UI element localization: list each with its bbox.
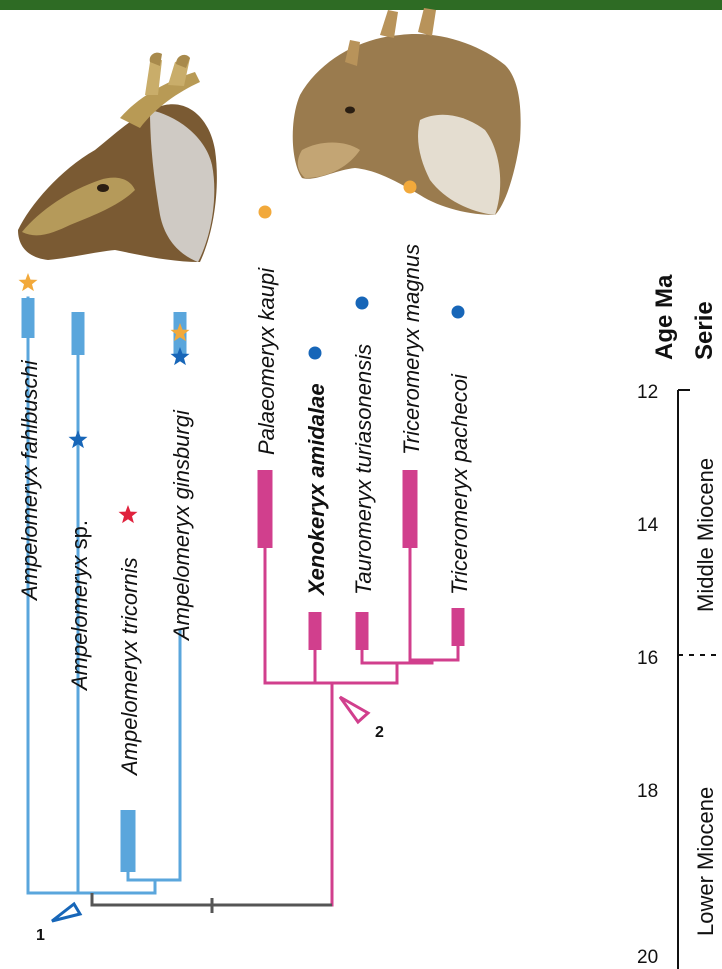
orange-star-marker [19,273,38,291]
orange-dot-marker [259,206,272,219]
range-bar-5 [258,470,273,548]
epoch-middle-miocene: Middle Miocene [693,458,718,612]
taxon-label-tauromeryx-turiasonensis: Tauromeryx turiasonensis [351,344,376,595]
blue-dot-marker [356,297,369,310]
range-bar-6 [309,612,322,650]
range-bar-1 [22,298,35,338]
branch-line [332,663,397,683]
blue-dot-marker [452,306,465,319]
taxon-label-xenokeryx-amidalae: Xenokeryx amidalae [304,383,329,597]
age-tick-16: 16 [637,648,658,669]
branch-line [155,630,180,880]
age-tick-12: 12 [637,382,658,403]
timescale: Age Ma Serie 12 14 16 18 20 Middle Mioce… [637,274,722,969]
blue-dot-marker [309,347,322,360]
taxon-label-triceromeryx-magnus: Triceromeryx magnus [399,244,424,455]
range-bar-2 [72,312,85,355]
node-1-arrow [52,904,80,921]
node-2-label: 2 [375,724,384,741]
blue-star-marker [171,347,190,365]
node-2-arrow [340,697,368,722]
age-tick-18: 18 [637,781,658,802]
range-bar-7 [356,612,369,650]
taxon-label-ampelomeryx-sp: Ampelomeryx sp. [67,520,92,692]
node-1-marker: 1 [36,904,80,944]
range-bar-3 [121,810,136,872]
node-2-marker: 2 [340,697,384,741]
age-tick-14: 14 [637,515,659,536]
range-bar-8 [403,470,418,548]
taxon-label-ampelomeryx-ginsburgi: Ampelomeryx ginsburgi [169,409,194,642]
branch-line [78,872,155,893]
epoch-lower-miocene: Lower Miocene [693,787,718,936]
age-header: Age Ma [651,274,678,360]
orange-dot-marker [404,181,417,194]
taxon-label-ampelomeryx-fahlbuschi: Ampelomeryx fahlbuschi [17,359,42,602]
node-1-label: 1 [36,927,45,944]
clade-1-branches [28,298,180,893]
taxon-label-palaeomeryx-kaupi: Palaeomeryx kaupi [254,267,279,455]
series-header: Serie [691,301,718,360]
age-tick-20: 20 [637,947,658,968]
ampelomeryx-head-illustration [18,53,217,262]
taxon-label-triceromeryx-pachecoi: Triceromeryx pachecoi [447,373,472,595]
range-bar-9 [452,608,465,646]
stem-branch [92,893,332,913]
taxon-label-ampelomeryx-tricornis: Ampelomeryx tricornis [117,557,142,777]
red-star-marker [119,505,138,523]
